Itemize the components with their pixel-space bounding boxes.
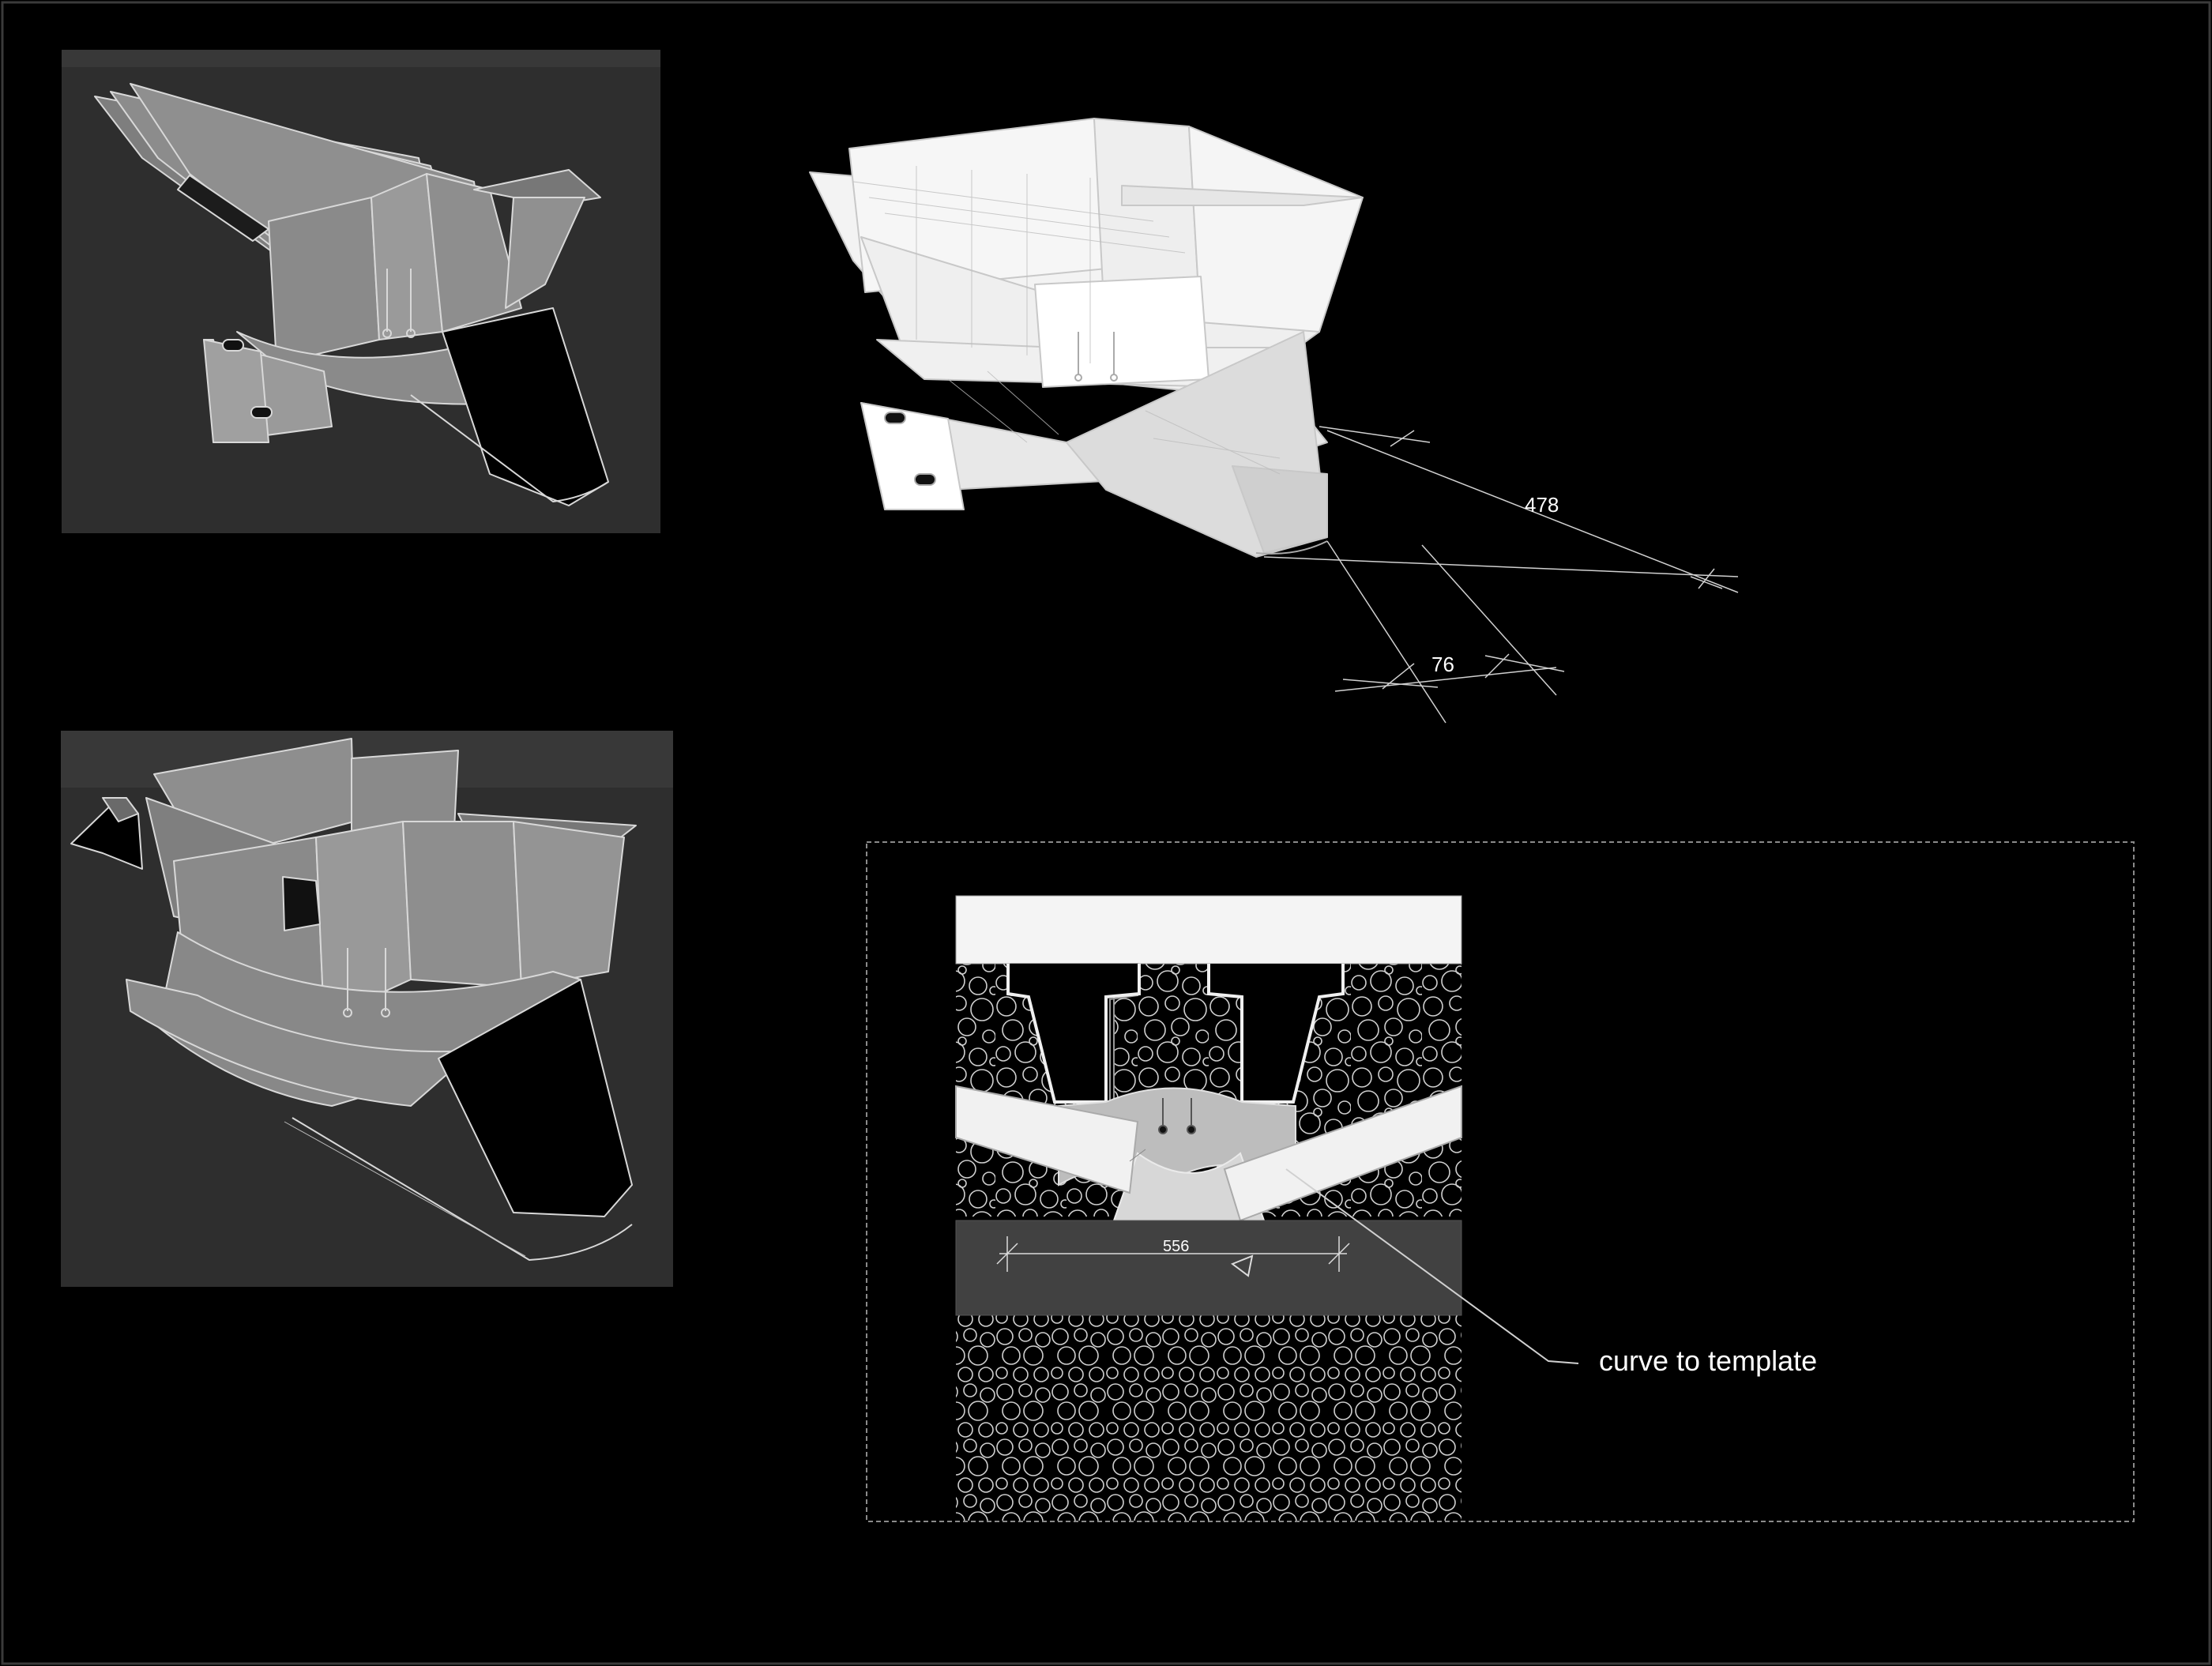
detail-frame [866,841,2135,1522]
ghost-construction-lines [852,166,1281,475]
bolt-pins [343,948,390,1017]
view-perspective-white: 478 76 [809,118,1739,724]
section-detail: 556 curve to template [866,841,2135,1522]
dimension-label-width: 556 [1163,1238,1189,1255]
dimension-label-thickness: 76 [1431,652,1454,676]
t-connector-right-outline [1207,964,1345,1104]
bolt-slot-holes [884,412,936,486]
t-connector-left-outline [1006,964,1141,1104]
plate-joint-line [1129,1149,1146,1162]
bolt-pins [382,269,416,338]
gravel-fill-lower [956,1315,1462,1521]
bolt-pins [1074,332,1118,382]
bolt-slot-holes [222,339,273,419]
annotation-leader [1285,1168,1579,1364]
top-slab [955,895,1462,965]
inclined-plate-left [955,1085,1139,1194]
steel-bracket-grey-2 [70,738,637,1261]
steel-bracket-white [809,118,1364,558]
panel-view-bottom-left [61,731,673,1287]
dimension-line-width [996,1236,1350,1272]
dimension-line-thickness [1326,540,1565,724]
annotation-note: curve to template [1599,1344,1817,1377]
ground-band [955,1220,1462,1316]
bolt-pins [1158,1098,1196,1134]
panel-header-band [62,50,660,67]
steel-bracket-grey-1 [94,83,609,506]
dimension-line-length [1263,426,1739,593]
weld-symbol-icon [1230,1254,1254,1277]
dimension-label-length: 478 [1525,493,1559,517]
panel-view-top-left [62,50,660,533]
